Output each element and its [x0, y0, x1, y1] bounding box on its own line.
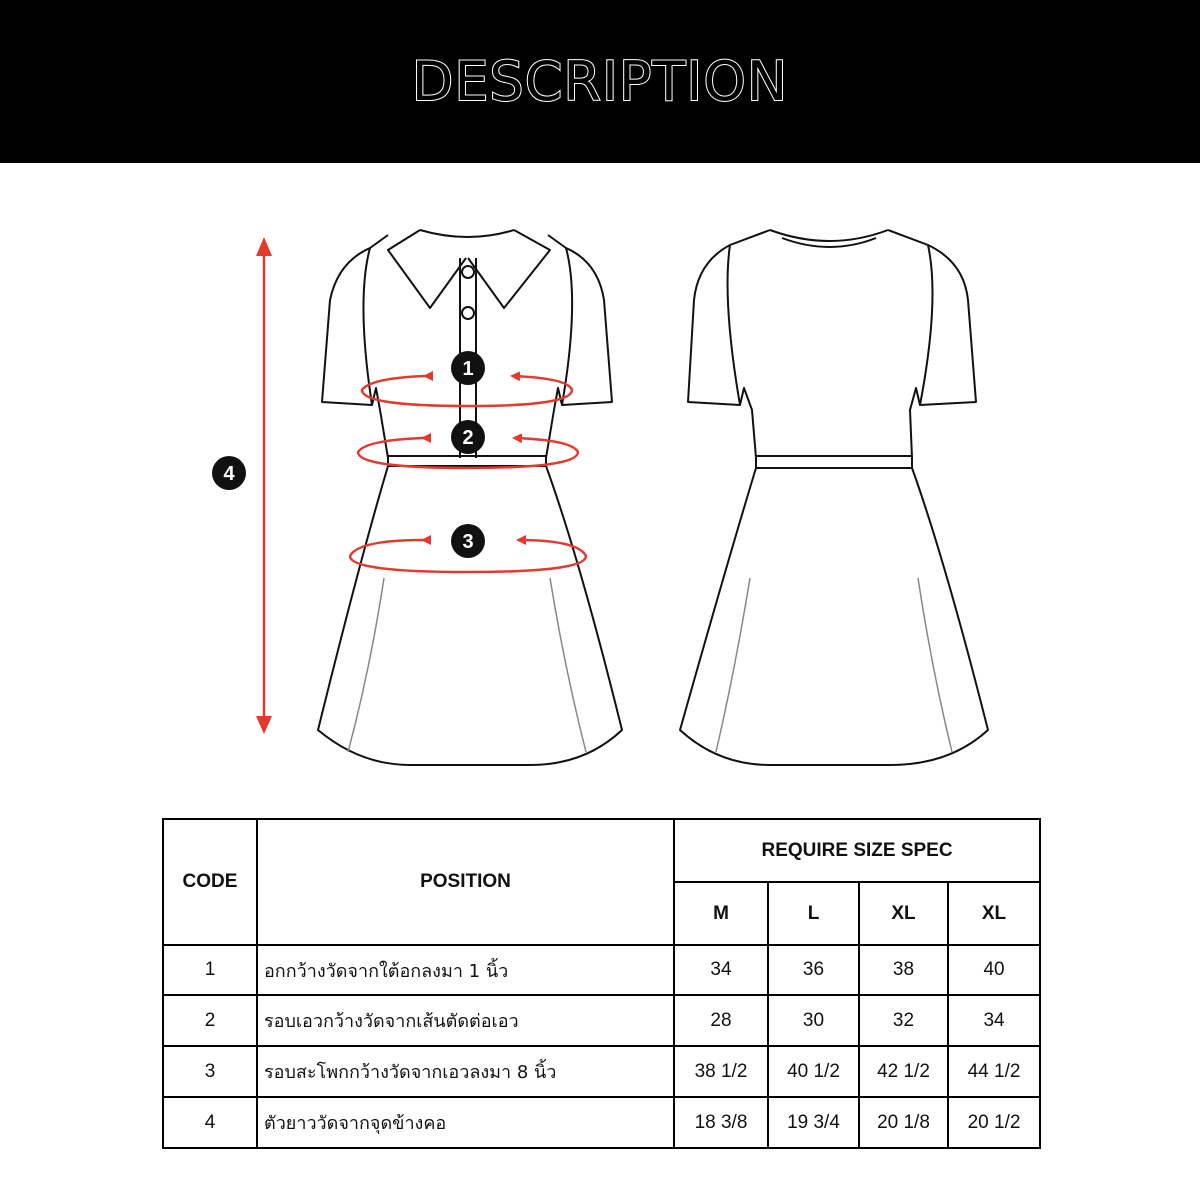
row-value: 20 1/8: [858, 1096, 949, 1149]
dress-back-view: [679, 229, 989, 766]
size-header-l: L: [767, 881, 860, 946]
front-buttons: [461, 265, 475, 320]
code-header: CODE: [162, 818, 258, 946]
svg-text:3: 3: [462, 531, 473, 553]
svg-text:4: 4: [223, 463, 235, 485]
row-value: 34: [673, 944, 769, 996]
row-value: 32: [858, 994, 949, 1047]
row-value: 18 3/8: [673, 1096, 769, 1149]
svg-text:1: 1: [462, 358, 473, 380]
table-row: 2 รอบเอวกว้างวัดจากเส้นตัดต่อเอว 28 30 3…: [162, 994, 1042, 1047]
row-value: 19 3/4: [767, 1096, 860, 1149]
page-title: DESCRIPTION: [411, 49, 789, 114]
row-value: 28: [673, 994, 769, 1047]
row-position: อกกว้างวัดจากใต้อกลงมา 1 นิ้ว: [256, 944, 675, 996]
marker-3: 3: [451, 524, 485, 558]
row-value: 38 1/2: [673, 1045, 769, 1098]
size-header-xl: XL: [858, 881, 949, 946]
size-header-xl-2: XL: [946, 881, 1042, 946]
row-code: 4: [162, 1096, 258, 1149]
row-value: 36: [767, 944, 860, 996]
marker-2: 2: [451, 420, 485, 454]
row-code: 2: [162, 994, 258, 1047]
marker-4: 4: [212, 456, 246, 490]
spec-header: REQUIRE SIZE SPEC: [672, 818, 1042, 883]
row-position: รอบเอวกว้างวัดจากเส้นตัดต่อเอว: [256, 994, 675, 1047]
table-row: 4 ตัวยาววัดจากจุดข้างคอ 18 3/8 19 3/4 20…: [162, 1096, 1042, 1149]
svg-text:2: 2: [462, 427, 473, 449]
row-value: 38: [858, 944, 949, 996]
row-value: 44 1/2: [946, 1045, 1042, 1098]
size-spec-table: CODE POSITION REQUIRE SIZE SPEC M L XL X…: [162, 818, 1042, 1149]
header-banner: DESCRIPTION: [0, 0, 1200, 163]
row-value: 20 1/2: [946, 1096, 1042, 1149]
row-value: 30: [767, 994, 860, 1047]
row-position: ตัวยาววัดจากจุดข้างคอ: [256, 1096, 675, 1149]
row-value: 40 1/2: [767, 1045, 860, 1098]
length-arrow-heads: [256, 237, 272, 734]
row-position: รอบสะโพกกว้างวัดจากเอวลงมา 8 นิ้ว: [256, 1045, 675, 1098]
row-value: 42 1/2: [858, 1045, 949, 1098]
dress-technical-drawing: 1 2 3 4: [212, 229, 989, 766]
position-header: POSITION: [256, 818, 675, 946]
row-value: 34: [946, 994, 1042, 1047]
row-value: 40: [946, 944, 1042, 996]
table-row: 3 รอบสะโพกกว้างวัดจากเอวลงมา 8 นิ้ว 38 1…: [162, 1045, 1042, 1098]
marker-1: 1: [451, 351, 485, 385]
measure-arrows: [262, 252, 588, 720]
row-code: 3: [162, 1045, 258, 1098]
size-header-m: M: [673, 881, 769, 946]
row-code: 1: [162, 944, 258, 996]
table-row: 1 อกกว้างวัดจากใต้อกลงมา 1 นิ้ว 34 36 38…: [162, 944, 1042, 996]
